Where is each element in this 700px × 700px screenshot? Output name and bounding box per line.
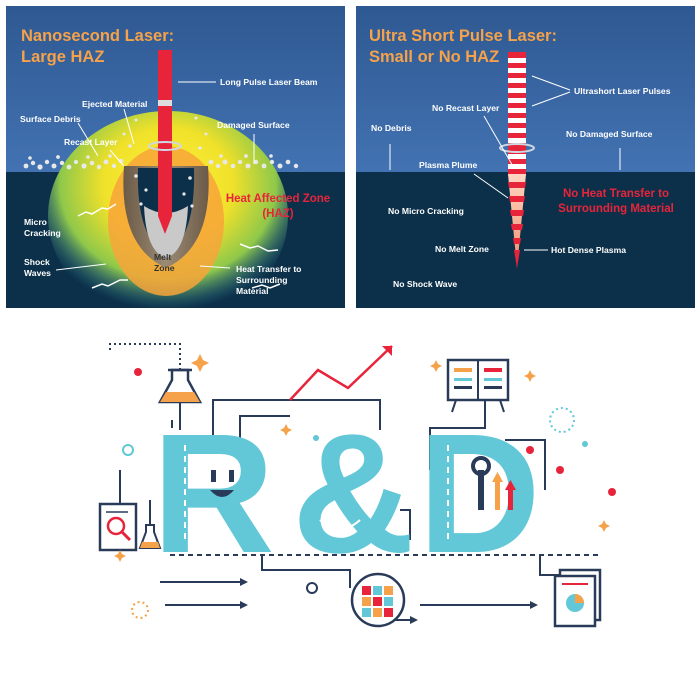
data-cube-icon [350, 572, 406, 628]
rd-illustration: R & D [98, 343, 616, 628]
rd-letter-ampersand: & [292, 399, 415, 589]
label-zone: Zone [154, 263, 175, 273]
label-shock: Shock [24, 257, 50, 267]
leader-lines [389, 75, 621, 251]
label-no-shock-wave: No Shock Wave [393, 279, 458, 289]
report-chart-icon [553, 568, 602, 628]
upward-arrows-icon [492, 472, 516, 510]
label-no-micro-cracking: No Micro Cracking [388, 206, 464, 216]
arrow-heads [240, 578, 538, 624]
haz-line2: (HAZ) [262, 208, 294, 220]
hot-dense-plasma [514, 250, 520, 268]
label-melt: Melt [154, 252, 172, 262]
trend-arrow-head [382, 346, 392, 356]
label-damaged-surface: Damaged Surface [217, 120, 290, 130]
document-magnifier-icon [98, 502, 138, 552]
label-recast-layer: Recast Layer [64, 137, 118, 147]
letter-accent-lines [184, 445, 449, 540]
label-surface-debris: Surface Debris [20, 114, 81, 124]
micro-cracks [77, 203, 281, 289]
surface-debris [23, 116, 299, 208]
label-no-damaged-surface: No Damaged Surface [566, 129, 653, 139]
label-ultrashort-pulses: Ultrashort Laser Pulses [574, 86, 671, 96]
label-heat-transfer-1: Heat Transfer to [236, 264, 302, 274]
decorative-sparkles [114, 354, 610, 562]
rd-letter-r: R [152, 399, 275, 589]
label-no-melt-zone: No Melt Zone [435, 244, 489, 254]
ultrashort-title-line2: Small or No HAZ [369, 48, 500, 66]
haz-line1: Heat Affected Zone [225, 193, 331, 205]
label-hot-dense-plasma: Hot Dense Plasma [551, 245, 626, 255]
nanosecond-illustration [6, 6, 345, 308]
book-icon [446, 358, 510, 413]
label-heat-transfer-3: Material [236, 286, 269, 296]
label-plasma-plume: Plasma Plume [419, 160, 478, 170]
ultrashort-laser-panel: Ultra Short Pulse Laser: Small or No HAZ… [356, 6, 695, 308]
ultrashort-title-line1: Ultra Short Pulse Laser: [369, 27, 557, 45]
decorative-dots [122, 368, 616, 619]
label-ejected-material: Ejected Material [82, 99, 148, 109]
label-no-debris: No Debris [371, 123, 412, 133]
flask-icon [157, 368, 203, 404]
no-heat-transfer-line2: Surrounding Material [558, 203, 674, 215]
nanosecond-title-line1: Nanosecond Laser: [21, 27, 175, 45]
leader-lines [55, 81, 255, 271]
smiley-face [210, 470, 234, 497]
long-pulse-laser-beam [148, 50, 182, 234]
nanosecond-laser-panel: Nanosecond Laser: Large HAZ Long Pulse L… [6, 6, 345, 308]
label-micro: Micro [24, 217, 47, 227]
ultrashort-illustration [356, 6, 695, 308]
label-no-recast-layer: No Recast Layer [432, 103, 500, 113]
small-flask-icon [138, 524, 162, 549]
wrench-icon [471, 456, 491, 510]
label-waves: Waves [24, 268, 51, 278]
no-heat-transfer-line1: No Heat Transfer to [562, 188, 670, 200]
trend-arrow [289, 345, 393, 401]
label-long-pulse-beam: Long Pulse Laser Beam [220, 77, 318, 87]
ultrashort-pulse-beam [499, 52, 535, 268]
label-heat-transfer-2: Surrounding [236, 275, 288, 285]
ground-background [356, 172, 695, 308]
nanosecond-title-line2: Large HAZ [21, 48, 105, 66]
label-cracking: Cracking [24, 228, 61, 238]
melt-zone [144, 206, 188, 258]
